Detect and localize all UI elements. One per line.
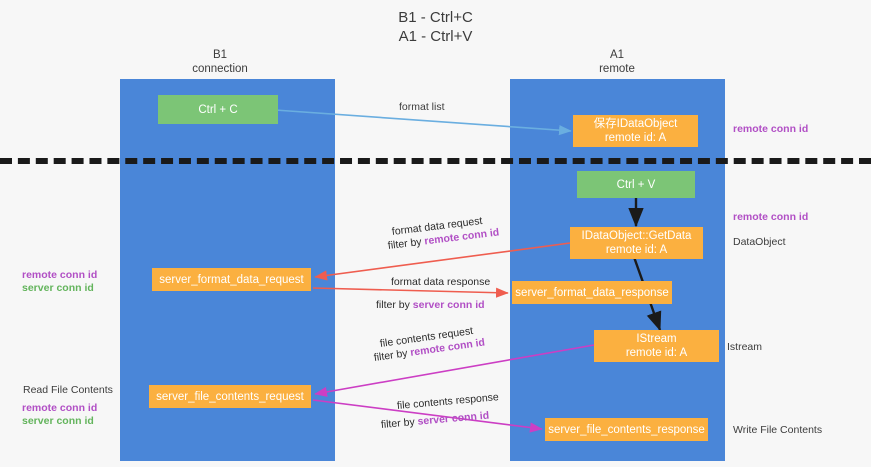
node-ctrl-c[interactable]: Ctrl + C bbox=[158, 95, 278, 124]
column-header-b1-role: connection bbox=[192, 63, 248, 75]
filter-key-server-conn-id: server conn id bbox=[412, 299, 485, 311]
filter-key-server-conn-id: server conn id bbox=[417, 409, 490, 428]
side-label-left-server-conn-id-mid: server conn id bbox=[22, 282, 94, 294]
node-save-idataobject[interactable]: 保存IDataObject remote id: A bbox=[573, 115, 698, 147]
page-title-line1: B1 - Ctrl+C bbox=[398, 9, 473, 26]
column-header-a1-role: remote bbox=[599, 63, 635, 75]
page-title-line2: A1 - Ctrl+V bbox=[398, 28, 473, 45]
edge-label-format-list: format list bbox=[399, 101, 445, 113]
node-server-file-contents-request[interactable]: server_file_contents_request bbox=[149, 385, 311, 408]
side-label-left-remote-conn-id-bottom: remote conn id bbox=[22, 402, 98, 414]
side-label-left-remote-conn-id-mid: remote conn id bbox=[22, 269, 98, 281]
side-label-read-file-contents: Read File Contents bbox=[23, 384, 113, 396]
filter-prefix: filter by bbox=[380, 415, 419, 431]
node-server-format-data-request[interactable]: server_format_data_request bbox=[152, 268, 311, 291]
side-label-istream: Istream bbox=[727, 341, 763, 353]
edge-label-format-data-response: format data response bbox=[391, 276, 491, 288]
side-label-left-server-conn-id-bottom: server conn id bbox=[22, 415, 94, 427]
side-label-remote-conn-id-top: remote conn id bbox=[733, 123, 809, 135]
side-label-dataobject: DataObject bbox=[733, 236, 786, 248]
node-istream-line2: remote id: A bbox=[625, 347, 688, 359]
phase-divider bbox=[0, 158, 871, 164]
node-ctrl-v[interactable]: Ctrl + V bbox=[577, 171, 695, 198]
side-label-write-file-contents: Write File Contents bbox=[733, 424, 823, 436]
filter-prefix: filter by bbox=[376, 299, 413, 311]
column-header-a1-name: A1 bbox=[609, 49, 625, 61]
node-save-idataobject-line2: remote id: A bbox=[604, 132, 667, 144]
node-getdata-line1: IDataObject::GetData bbox=[581, 230, 692, 242]
node-istream-line1: IStream bbox=[636, 333, 677, 345]
node-save-idataobject-line1: 保存IDataObject bbox=[593, 118, 678, 130]
node-server-format-data-response[interactable]: server_format_data_response bbox=[512, 281, 672, 304]
node-idataobject-getdata[interactable]: IDataObject::GetData remote id: A bbox=[570, 227, 703, 259]
filter-prefix: filter by bbox=[373, 346, 412, 364]
side-label-remote-conn-id-mid: remote conn id bbox=[733, 211, 809, 223]
edge-label-format-data-response-filter: filter by server conn id bbox=[376, 299, 485, 312]
node-istream[interactable]: IStream remote id: A bbox=[594, 330, 719, 362]
node-server-file-contents-response[interactable]: server_file_contents_response bbox=[545, 418, 708, 441]
column-header-b1-name: B1 bbox=[212, 49, 228, 61]
node-getdata-line2: remote id: A bbox=[605, 244, 668, 256]
